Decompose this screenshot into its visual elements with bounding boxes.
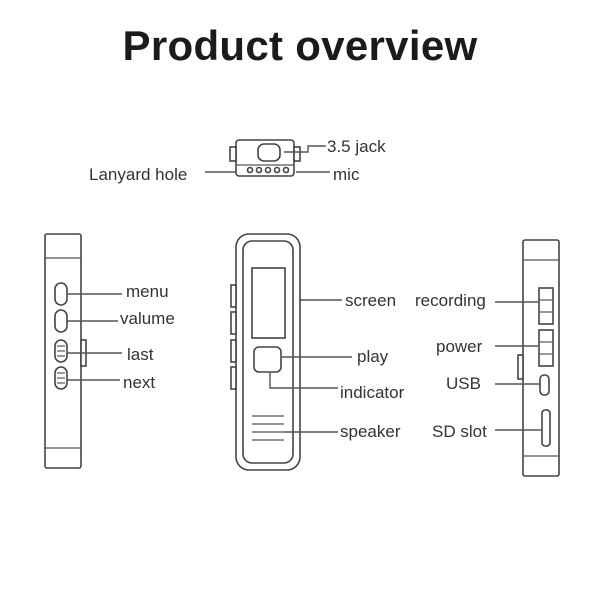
left-side-view [44, 233, 122, 469]
sd-card-slot [541, 409, 551, 447]
label-menu: menu [126, 282, 169, 301]
front-view [230, 233, 352, 471]
recording-switch [538, 287, 554, 325]
label-volume: valume [120, 309, 175, 328]
usb-port [539, 374, 550, 396]
label-jack: 3.5 jack [327, 137, 386, 156]
label-speaker: speaker [340, 422, 401, 441]
label-next: next [123, 373, 155, 392]
page-title: Product overview [122, 22, 478, 69]
label-screen: screen [345, 291, 396, 310]
label-recording: recording [415, 291, 486, 310]
label-indicator: indicator [340, 383, 405, 402]
label-lanyard-hole: Lanyard hole [89, 165, 187, 184]
audio-jack [257, 143, 281, 162]
power-switch [538, 329, 554, 367]
screen-display [251, 267, 286, 339]
label-last: last [127, 345, 154, 364]
right-side-view [495, 239, 560, 477]
label-play: play [357, 347, 389, 366]
label-usb: USB [446, 374, 481, 393]
menu-button [54, 282, 68, 306]
volume-button [54, 309, 68, 333]
label-power: power [436, 337, 483, 356]
play-button [253, 346, 282, 373]
top-view [205, 139, 330, 177]
label-sd-slot: SD slot [432, 422, 487, 441]
label-mic: mic [333, 165, 360, 184]
